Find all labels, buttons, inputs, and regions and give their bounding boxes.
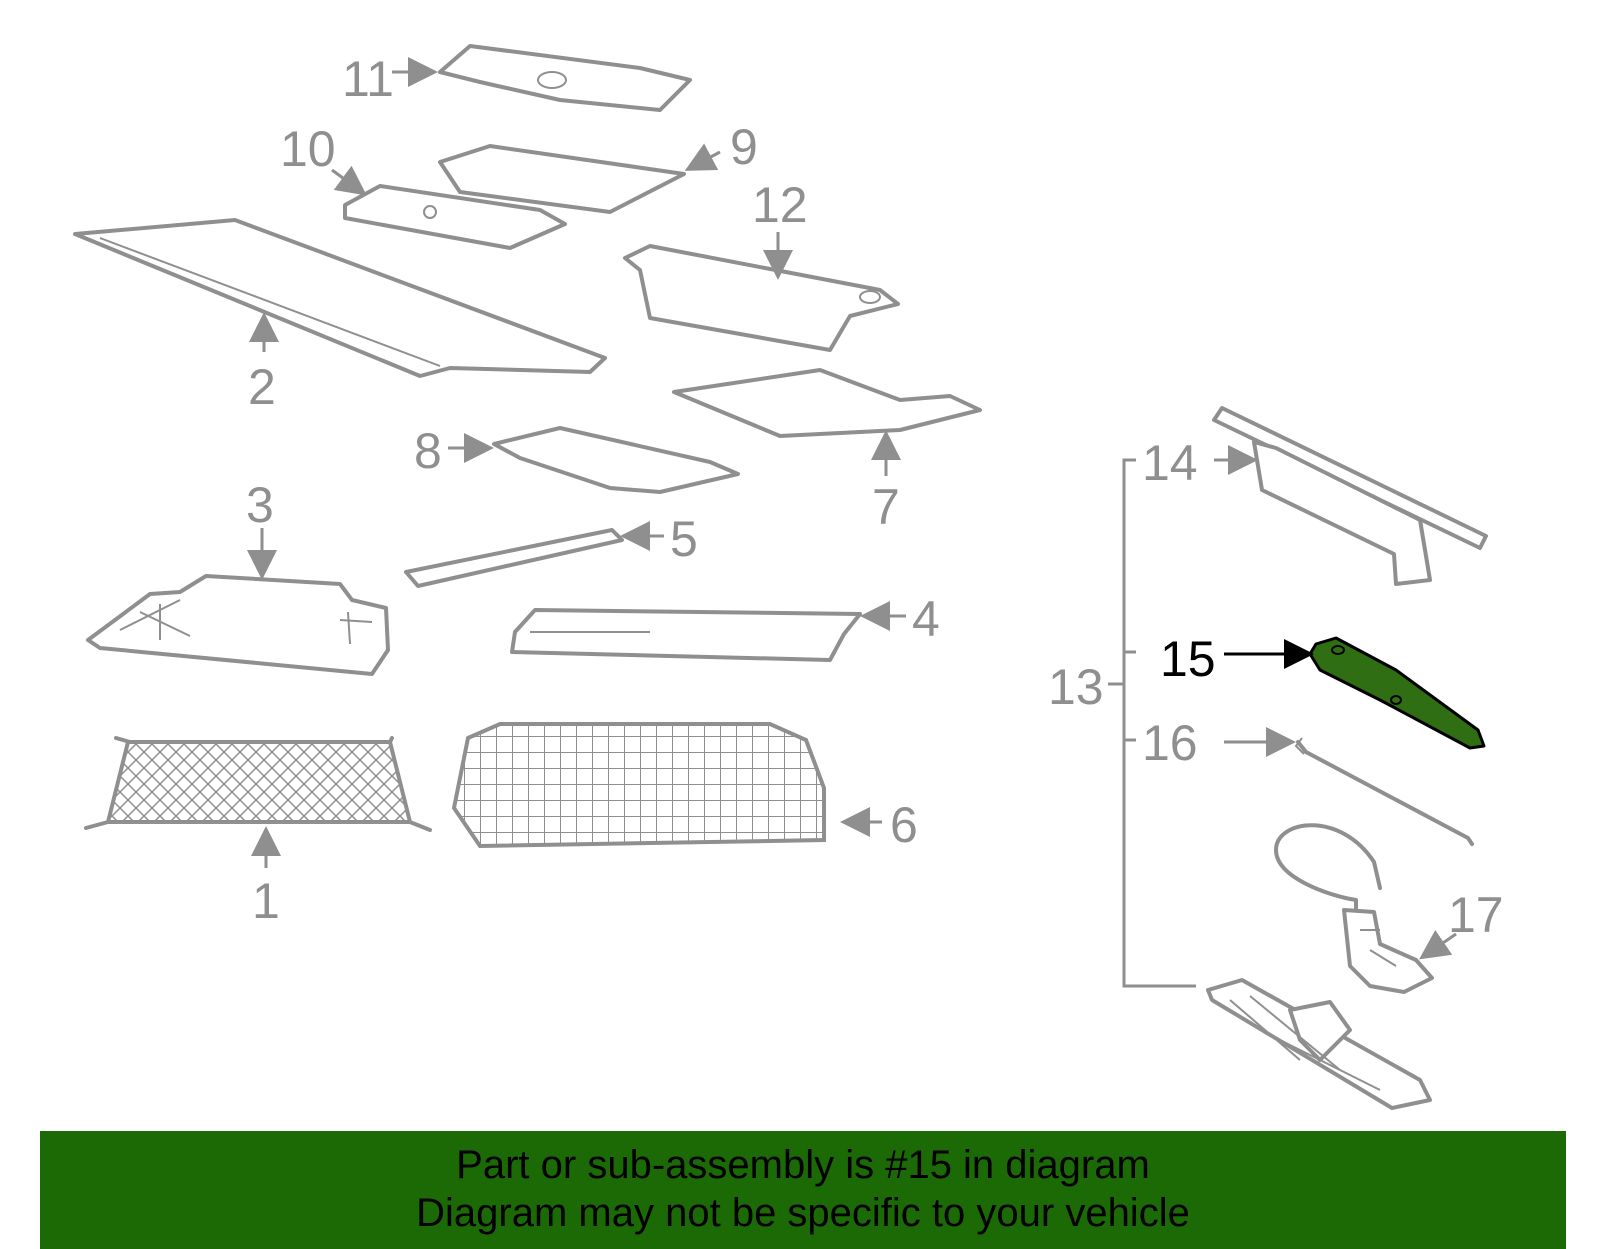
- callout-8: 8: [414, 423, 442, 479]
- part-12-shape: [623, 244, 900, 352]
- callout-7: 7: [872, 479, 900, 535]
- callout-4: 4: [912, 591, 940, 647]
- part-5-shape: [404, 528, 624, 588]
- callout-13: 13: [1048, 659, 1104, 715]
- part-7-shape: [672, 368, 982, 438]
- callout-11: 11: [342, 51, 394, 107]
- callout-17: 17: [1448, 887, 1504, 943]
- callout-5: 5: [670, 511, 698, 567]
- part-3-shape: [86, 574, 390, 676]
- part-15-shape: [1308, 636, 1486, 750]
- callout-10: 10: [280, 121, 336, 177]
- part-17-shape: [1274, 823, 1434, 994]
- banner-line-2: Diagram may not be specific to your vehi…: [416, 1191, 1190, 1235]
- part-11-shape: [438, 44, 692, 112]
- callout-14: 14: [1142, 435, 1198, 491]
- callout-1: 1: [252, 873, 280, 929]
- part-8-shape: [492, 426, 740, 494]
- callout-12: 12: [752, 177, 808, 233]
- callout-16: 16: [1142, 715, 1198, 771]
- part-2-shape: [73, 218, 607, 378]
- part-9-shape: [438, 144, 686, 214]
- group-13-bracket: [1122, 458, 1196, 988]
- part-6-shape: [451, 722, 826, 849]
- info-banner: Part or sub-assembly is #15 in diagram D…: [40, 1131, 1566, 1249]
- callout-15: 15: [1160, 631, 1216, 687]
- banner-line-1: Part or sub-assembly is #15 in diagram: [456, 1143, 1150, 1187]
- part-16-shape: [1294, 737, 1474, 846]
- part-4-shape: [510, 608, 862, 662]
- callout-9: 9: [730, 119, 758, 175]
- scissor-jack-shape: [1206, 978, 1432, 1110]
- part-1-shape: [84, 736, 432, 832]
- part-14-shape: [1212, 406, 1488, 586]
- callout-6: 6: [890, 797, 918, 853]
- callout-3: 3: [246, 477, 274, 533]
- callout-2: 2: [248, 359, 276, 415]
- part-10-shape: [343, 184, 567, 250]
